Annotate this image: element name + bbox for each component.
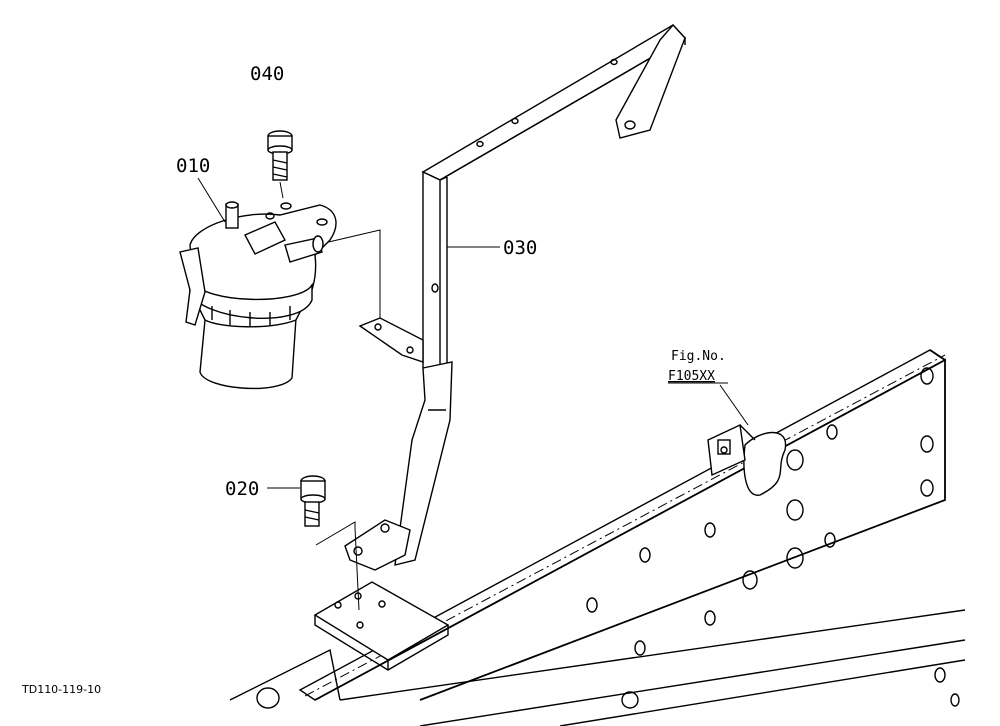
assembly-line-a [319,229,381,318]
bolt-020 [300,475,326,527]
frame-rail [229,349,966,726]
mounting-plate [313,581,450,671]
callout-040: 040 [250,63,284,85]
fig-ref-code: F105XX [668,369,715,384]
bracket-030 [344,23,687,571]
drawing-id: TD110-119-10 [21,683,101,696]
callout-020: 020 [225,478,259,500]
callout-010: 010 [176,155,210,177]
leader-010 [197,177,226,223]
fig-ref-leader [719,384,749,426]
bolt-040 [267,130,293,199]
assembly-line-b [315,521,360,611]
fig-ref-label: Fig.No. [671,349,726,364]
callout-030: 030 [503,237,537,259]
fuel-filter-010 [179,201,337,390]
rail-clip [707,423,787,496]
